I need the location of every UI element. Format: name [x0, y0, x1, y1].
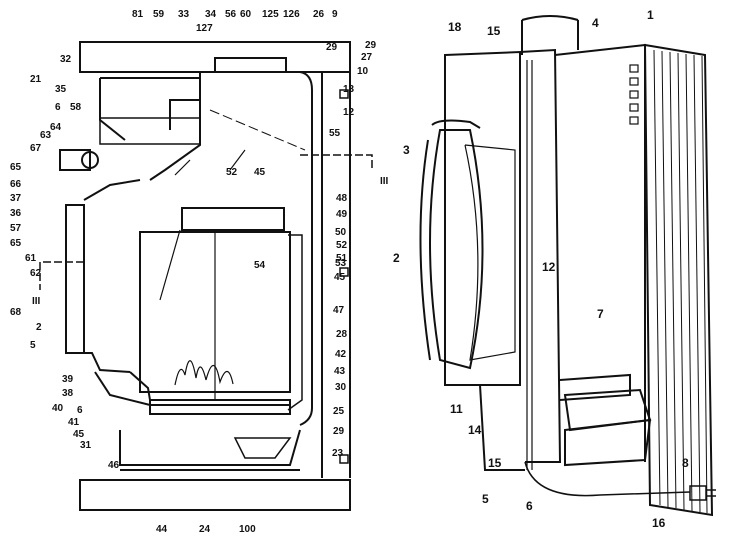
section-label-53: 39: [62, 374, 74, 385]
perspective-label-0: 18: [448, 20, 462, 34]
perspective-label-8: 11: [450, 402, 463, 416]
section-label-25: 66: [10, 179, 22, 190]
section-label-27: 36: [10, 208, 22, 219]
section-label-22: 63: [40, 130, 52, 141]
section-label-30: 61: [25, 253, 37, 264]
perspective-label-11: 8: [682, 456, 689, 470]
section-label-41: 53: [335, 258, 347, 269]
section-label-10: 9: [332, 9, 338, 20]
section-label-7: 125: [262, 9, 279, 20]
perspective-label-1: 15: [487, 24, 501, 38]
section-label-39: 51: [336, 253, 348, 264]
section-label-48: 28: [336, 329, 348, 340]
perspective-label-7: 7: [597, 307, 604, 321]
section-label-6: 60: [240, 9, 252, 20]
section-label-12: 27: [361, 52, 373, 63]
section-label-63: 23: [332, 448, 344, 459]
section-label-38: 52: [336, 240, 348, 251]
section-label-28: 57: [10, 223, 22, 234]
section-label-26: 37: [10, 193, 22, 204]
section-label-65: 24: [199, 524, 211, 535]
perspective-label-6: 12: [542, 260, 556, 274]
perspective-label-14: 16: [652, 516, 666, 530]
section-label-67: 29: [326, 42, 338, 53]
perspective-label-2: 4: [592, 16, 599, 30]
section-label-19: 6: [55, 102, 61, 113]
section-label-59: 25: [333, 406, 345, 417]
section-label-60: 29: [333, 426, 345, 437]
section-label-18: 35: [55, 84, 67, 95]
section-label-54: 38: [62, 388, 74, 399]
section-label-17: 21: [30, 74, 42, 85]
section-label-40: 54: [254, 260, 266, 271]
section-label-11: 29: [365, 40, 377, 51]
section-view: [39, 41, 373, 511]
section-label-35: 48: [336, 193, 348, 204]
section-label-24: 65: [10, 162, 22, 173]
section-label-29: 65: [10, 238, 22, 249]
section-label-49: 5: [30, 340, 36, 351]
section-label-52: 30: [335, 382, 347, 393]
section-label-8: 126: [283, 9, 300, 20]
section-label-42: 45: [334, 272, 346, 283]
section-label-33: 52: [226, 167, 238, 178]
section-label-36: 49: [336, 209, 348, 220]
section-label-23: 67: [30, 143, 42, 154]
section-label-5: 56: [225, 9, 237, 20]
section-label-32: 55: [329, 128, 341, 139]
section-label-64: 44: [156, 524, 168, 535]
section-label-20: 58: [70, 102, 82, 113]
section-label-21: 64: [50, 122, 62, 133]
section-label-15: 12: [343, 107, 355, 118]
perspective-view: [419, 15, 716, 517]
section-label-51: 43: [334, 366, 346, 377]
section-label-16: 32: [60, 54, 72, 65]
section-label-46: 2: [36, 322, 42, 333]
section-label-43: III: [380, 176, 389, 187]
section-label-62: 46: [108, 460, 120, 471]
section-label-45: 68: [10, 307, 22, 318]
perspective-label-4: 3: [403, 143, 410, 157]
section-label-31: 62: [30, 268, 42, 279]
section-label-66: 100: [239, 524, 256, 535]
section-label-9: 26: [313, 9, 325, 20]
section-label-58: 45: [73, 429, 85, 440]
section-label-3: 127: [196, 23, 213, 34]
perspective-label-10: 15: [488, 456, 502, 470]
section-label-57: 41: [68, 417, 80, 428]
section-label-13: 10: [357, 66, 369, 77]
perspective-label-12: 5: [482, 492, 489, 506]
section-label-34: 45: [254, 167, 266, 178]
section-label-55: 40: [52, 403, 64, 414]
section-label-47: 47: [333, 305, 345, 316]
section-label-4: 34: [205, 9, 217, 20]
section-label-61: 31: [80, 440, 92, 451]
perspective-label-5: 2: [393, 251, 400, 265]
section-label-1: 59: [153, 9, 165, 20]
section-label-2: 33: [178, 9, 190, 20]
perspective-label-9: 14: [468, 423, 482, 437]
perspective-label-13: 6: [526, 499, 533, 513]
section-label-44: III: [32, 296, 41, 307]
section-label-37: 50: [335, 227, 347, 238]
section-label-50: 42: [335, 349, 347, 360]
section-label-14: 13: [343, 84, 355, 95]
section-label-0: 81: [132, 9, 144, 20]
perspective-label-3: 1: [647, 8, 654, 22]
section-label-56: 6: [77, 405, 83, 416]
